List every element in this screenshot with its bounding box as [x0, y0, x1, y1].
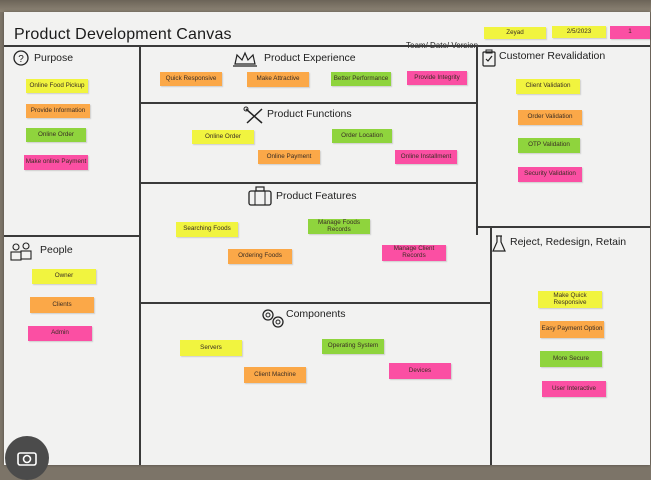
gears-icon	[262, 309, 284, 328]
right-column-divider-top	[476, 45, 478, 235]
product-features-title: Product Features	[276, 190, 357, 202]
people-note-2: Clients	[30, 297, 94, 313]
divider-purpose	[4, 235, 140, 237]
components-title: Components	[286, 308, 346, 320]
purpose-title: Purpose	[34, 52, 74, 64]
header-note-date: 2/5/2023	[552, 26, 606, 38]
header-note-version: 1	[610, 26, 650, 39]
features-note-4: Manage Client Records	[382, 245, 446, 261]
reject-note-3: More Secure	[540, 351, 602, 367]
reject-note-1: Make Quick Responsive	[538, 291, 602, 308]
flask-icon	[492, 235, 506, 252]
divider-experience	[139, 102, 477, 104]
features-note-3: Manage Foods Records	[308, 219, 370, 234]
camera-glyph	[17, 452, 37, 466]
divider-revalidation	[476, 226, 650, 228]
right-column-divider-bottom	[490, 227, 492, 465]
components-note-3: Operating System	[322, 339, 384, 354]
revalidation-note-2: Order Validation	[518, 110, 582, 125]
revalidation-note-4: Security Validation	[518, 167, 582, 182]
product-functions-title: Product Functions	[267, 108, 352, 120]
people-note-3: Admin	[28, 326, 92, 341]
functions-note-2: Online Payment	[258, 150, 320, 164]
functions-note-1: Online Order	[192, 130, 254, 144]
purpose-note-3: Online Order	[26, 128, 86, 142]
header-note-team: Zeyad	[484, 27, 546, 39]
divider-features	[139, 302, 491, 304]
components-note-1: Servers	[180, 340, 242, 356]
page-title: Product Development Canvas	[14, 26, 232, 43]
purpose-note-1: Online Food Pickup	[26, 79, 88, 93]
features-note-1: Searching Foods	[176, 222, 238, 237]
components-note-2: Client Machine	[244, 367, 306, 383]
people-icon	[10, 242, 32, 261]
experience-note-3: Better Performance	[331, 72, 391, 86]
people-note-1: Owner	[32, 269, 96, 284]
left-column-divider	[139, 45, 141, 465]
experience-note-4: Provide Integrity	[407, 71, 467, 85]
people-title: People	[40, 244, 73, 256]
briefcase-icon	[248, 186, 272, 206]
crown-icon	[233, 51, 257, 67]
question-icon: ?	[13, 50, 29, 66]
customer-revalidation-title: Customer Revalidation	[499, 50, 606, 62]
purpose-note-2: Provide Information	[26, 104, 90, 118]
reject-redesign-retain-title: Reject, Redesign, Retain	[510, 236, 627, 248]
revalidation-note-3: OTP Validation	[518, 138, 580, 153]
features-note-2: Ordering Foods	[228, 249, 292, 264]
svg-text:?: ?	[18, 54, 24, 65]
clipboard-check-icon	[482, 49, 496, 67]
background-wall	[0, 0, 651, 12]
canvas-poster: Product Development Canvas Team/ Date/ V…	[4, 12, 650, 465]
tools-icon	[243, 106, 263, 124]
purpose-note-4: Make online Payment	[24, 155, 88, 170]
experience-note-1: Quick Responsive	[160, 72, 222, 86]
components-note-4: Devices	[389, 363, 451, 379]
revalidation-note-1: Client Validation	[516, 79, 580, 94]
reject-note-2: Easy Payment Option	[540, 321, 604, 338]
functions-note-4: Online Installment	[395, 150, 457, 164]
product-experience-title: Product Experience	[264, 52, 356, 64]
experience-note-2: Make Attractive	[247, 72, 309, 87]
reject-note-4: User Interactive	[542, 381, 606, 397]
divider-functions	[139, 182, 477, 184]
camera-icon[interactable]	[5, 436, 49, 480]
functions-note-3: Order Location	[332, 129, 392, 143]
header-divider	[4, 45, 650, 47]
